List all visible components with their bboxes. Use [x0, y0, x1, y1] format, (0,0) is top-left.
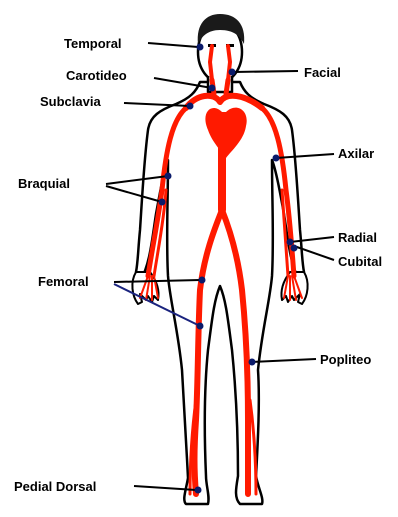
facial-pulse-point [229, 69, 236, 76]
popliteal-pointer [252, 359, 316, 362]
label-popliteo: Popliteo [320, 352, 371, 367]
dorsalis-pedis-pulse-point [195, 487, 202, 494]
label-pedial-dorsal: Pedial Dorsal [14, 479, 96, 494]
femoral-pulse-point-lower [197, 323, 204, 330]
body-outline [132, 22, 307, 504]
label-femoral: Femoral [38, 274, 89, 289]
axillary-pulse-point [273, 155, 280, 162]
temporal-pulse-point [197, 44, 204, 51]
temporal-pointer [148, 43, 198, 47]
subclavian-pulse-point [187, 103, 194, 110]
cubital-pulse-point [291, 245, 298, 252]
brachial-pulse-point-upper [165, 173, 172, 180]
popliteal-pulse-point [249, 359, 256, 366]
carotid-pulse-point [209, 85, 216, 92]
brachial-pulse-point-lower [159, 199, 166, 206]
radial-pulse-point [287, 239, 294, 246]
femoral-pulse-point [199, 277, 206, 284]
label-temporal: Temporal [64, 36, 122, 51]
facial-pointer [234, 71, 298, 72]
label-axilar: Axilar [338, 146, 374, 161]
label-carotideo: Carotideo [66, 68, 127, 83]
label-subclavia: Subclavia [40, 94, 101, 109]
label-braquial: Braquial [18, 176, 70, 191]
label-cubital: Cubital [338, 254, 382, 269]
temporal-artery [210, 46, 212, 80]
facial-artery-path [228, 46, 230, 80]
label-radial: Radial [338, 230, 377, 245]
label-facial: Facial [304, 65, 341, 80]
